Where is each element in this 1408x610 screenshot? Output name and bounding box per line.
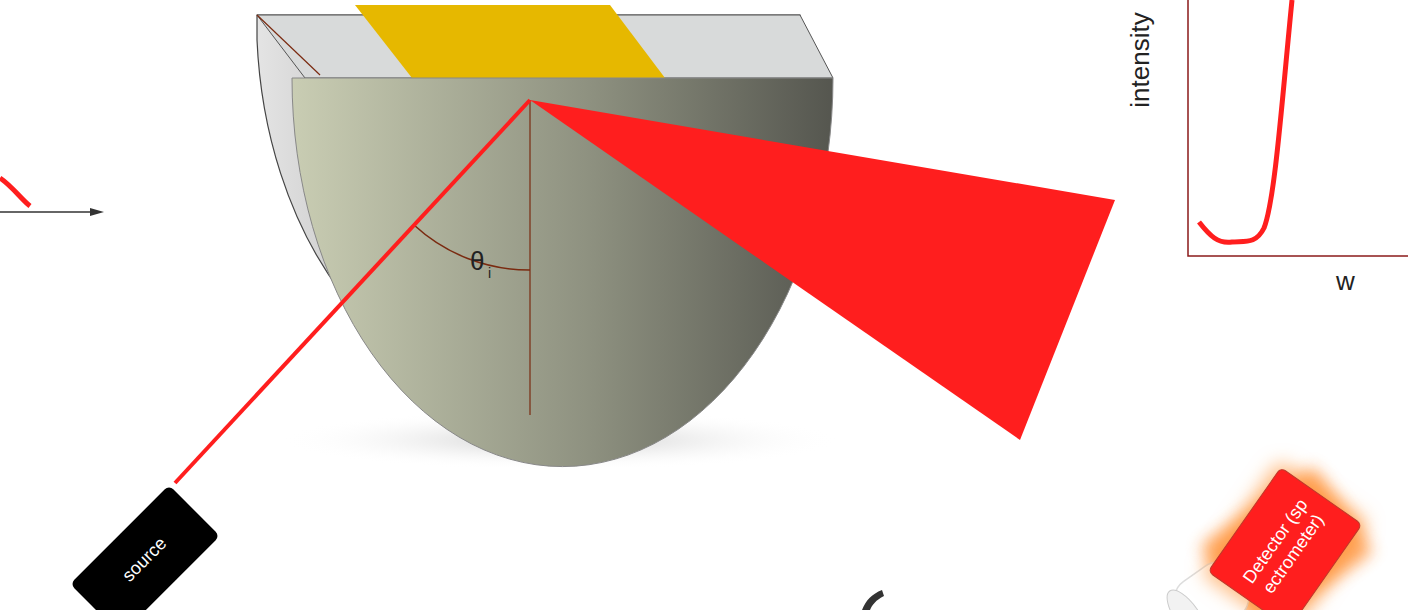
detector-box: Detector (spectrometer)	[1207, 467, 1362, 610]
spectrum-curve	[1199, 0, 1292, 242]
angle-symbol: θ	[470, 248, 484, 274]
normal-line	[529, 100, 530, 415]
graph-frame	[1188, 0, 1408, 256]
node-text: Detector (spectrometer)	[1239, 495, 1332, 602]
partial-shape	[862, 590, 884, 610]
partial-curve	[0, 178, 30, 206]
node-text: source	[118, 533, 171, 586]
axis-label: intensity	[1127, 12, 1153, 107]
prism-front	[292, 78, 833, 467]
arrow-head	[90, 208, 104, 216]
edge-line	[257, 15, 320, 75]
gold-film	[355, 5, 665, 78]
angle-subscript: i	[488, 266, 491, 280]
incident-beam	[175, 100, 530, 483]
source-box: source	[70, 485, 220, 610]
axis-label: w	[1336, 268, 1355, 294]
detector-lens-face	[1160, 584, 1214, 610]
reflected-beam	[530, 100, 1115, 440]
axis-line	[0, 211, 92, 213]
